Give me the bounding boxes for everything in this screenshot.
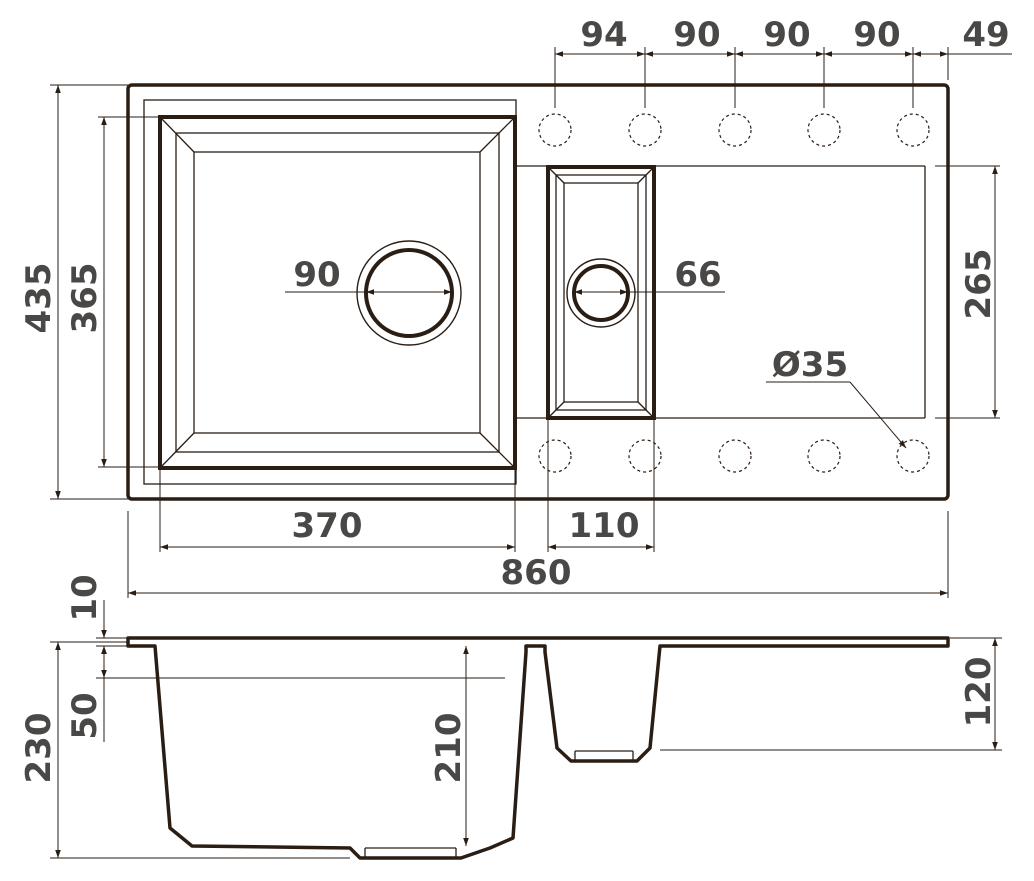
tap-hole: [807, 113, 841, 147]
rim-dim: 10: [65, 574, 128, 664]
depth-dims: 435 365: [19, 84, 160, 500]
side-profile: [126, 636, 950, 860]
tap-hole: [718, 113, 752, 147]
tap-hole: [896, 439, 930, 473]
main-bowl: [158, 115, 517, 470]
sink-outline: [126, 83, 950, 501]
dim-rim-thickness: 10: [65, 574, 105, 621]
tap-hole: [538, 439, 572, 473]
hole-spacing-dims: 94 90 90 90 49: [554, 15, 1012, 108]
drain-dims: 90 66: [285, 255, 725, 295]
dim-overflow-offset: 50: [65, 692, 105, 739]
tap-hole-callout: Ø35: [766, 345, 907, 449]
dim-main-bowl-width: 370: [292, 506, 363, 546]
dim-tap-hole: Ø35: [772, 345, 848, 385]
tap-hole: [628, 113, 662, 147]
dim-small-bowl-height: 120: [959, 657, 999, 728]
tap-holes: [538, 113, 930, 473]
dim-hole-spacing-4: 90: [853, 15, 900, 55]
dim-total-width: 860: [501, 553, 572, 593]
overflow-dim: 50: [65, 646, 505, 742]
dim-drainer-depth: 265: [959, 249, 999, 320]
tap-hole: [718, 439, 752, 473]
dim-total-depth: 435: [19, 263, 59, 334]
dim-main-bowl-height: 210: [429, 713, 469, 784]
main-drain: [356, 240, 462, 346]
dim-main-drain: 90: [293, 255, 340, 295]
width-dims: 370 110 860: [127, 420, 949, 598]
dim-hole-spacing-1: 94: [580, 15, 627, 55]
top-view: 94 90 90 90 49 435 365 90 66: [19, 15, 1012, 598]
tap-hole: [538, 113, 572, 147]
dim-small-bowl-width: 110: [569, 506, 640, 546]
dim-hole-spacing-2: 90: [673, 15, 720, 55]
tap-hole: [896, 113, 930, 147]
small-drain: [566, 258, 636, 328]
dim-small-drain: 66: [674, 255, 721, 295]
overall-height-dim: 230: [19, 641, 350, 859]
side-view: 10 50 230 210 120: [19, 574, 1002, 860]
dim-hole-spacing-5: 49: [962, 15, 1009, 55]
drainer-depth-dim: 265: [935, 165, 1000, 419]
dim-hole-spacing-3: 90: [763, 15, 810, 55]
tap-hole: [628, 439, 662, 473]
tap-hole: [807, 439, 841, 473]
small-bowl-height-dim: 120: [660, 637, 1002, 751]
dim-bowl-depth: 365: [65, 263, 105, 334]
main-bowl-height-dim: 210: [429, 646, 469, 846]
dim-overall-height: 230: [19, 713, 59, 784]
